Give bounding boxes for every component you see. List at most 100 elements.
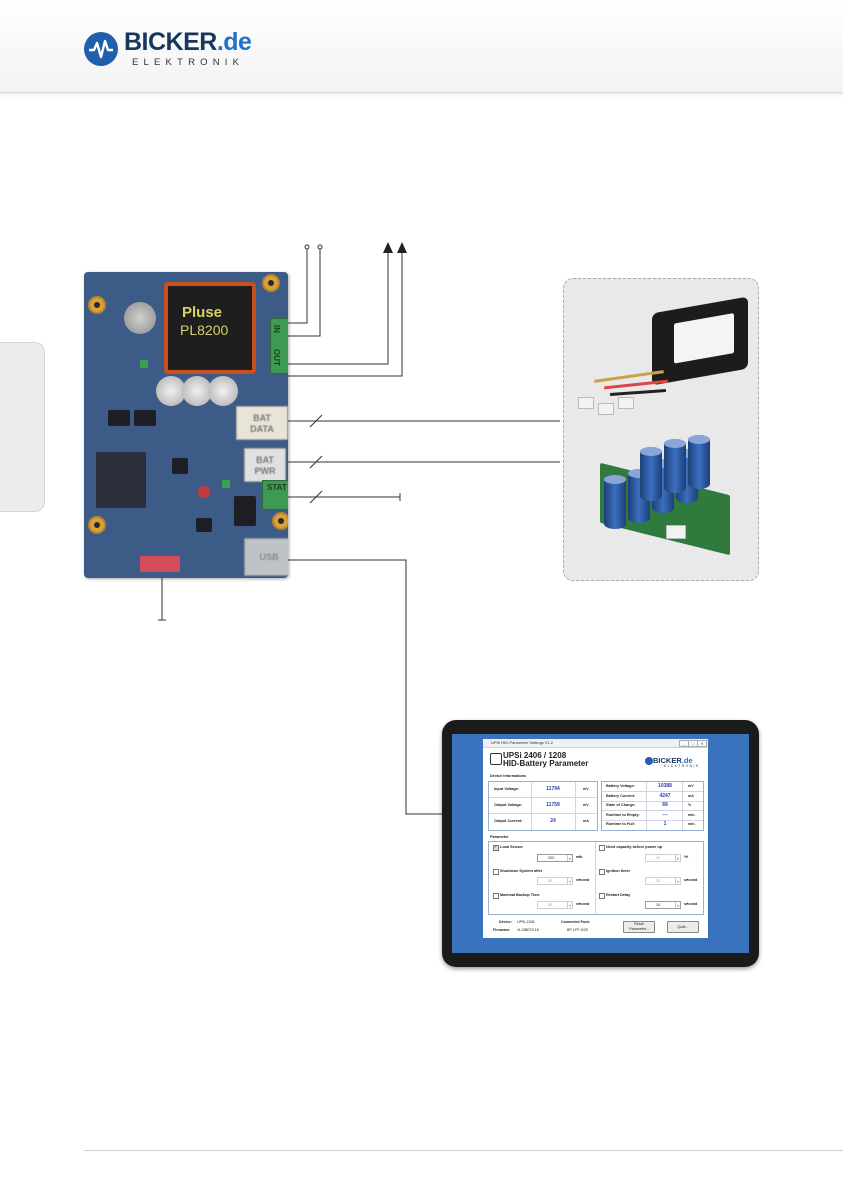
max-backup-unit: second [576,902,589,906]
output-voltage-value: 11759 [538,802,568,808]
chip [196,518,212,532]
output-current-value: 24 [538,818,568,824]
dip-switch [140,556,180,572]
close-button[interactable]: ✕ [697,740,707,747]
tablet-screen: UPSi HID-Parameter Settings V1.2 _ □ ✕ U… [452,734,749,953]
out-wire-1 [286,252,388,364]
in-terminal-1 [305,245,309,249]
microcontroller-chip [96,452,146,508]
device-info-heading: Device Informations [490,774,526,778]
ignition-unit: second [684,878,697,882]
supercap-connector [666,525,686,539]
inductor-part: PL8200 [180,322,228,338]
device-info-right-box: Battery Voltage: 10388 mV Battery Curren… [601,781,704,831]
output-current-label: Output Current: [494,819,522,823]
supercapacitor [664,439,686,493]
green-led [140,360,148,368]
round-capacitor [124,302,156,334]
quit-button[interactable]: Quite... [667,921,699,933]
inductor-brand: Pluse [182,304,222,321]
load-sensor-checkbox[interactable] [493,845,499,851]
bat-data-connector: BAT DATA [236,406,288,440]
firmware-label: Firmware: [493,928,510,932]
out-wire-2 [286,252,402,376]
runtime-to-empty-label: Runtime to Empty: [606,813,640,817]
battery-current-unit: mA [688,794,694,798]
restart-delay-unit: second [684,902,697,906]
usb-line [288,560,444,814]
device-value: UPSi-1208 [517,920,534,924]
restart-delay-checkbox[interactable] [599,893,605,899]
supercapacitor [688,435,710,489]
out-arrow-2 [397,242,407,253]
device-info-left-box: Input Voltage: 11794 mV Output Voltage: … [488,781,598,831]
runtime-to-full-label: Runtime to Full: [606,822,635,826]
wave-logo-icon [645,757,653,765]
restart-delay-label: Restart Delay [606,893,630,897]
shutdown-checkbox[interactable] [493,869,499,875]
state-of-charge-unit: % [688,803,691,807]
supercapacitor [604,475,626,529]
battery-voltage-label: Battery Voltage: [606,784,635,788]
need-capacity-spinbox[interactable]: 20▲▼ [645,854,681,862]
usb-battery-icon [490,753,502,765]
input-voltage-label: Input Voltage: [494,787,519,791]
hid-parameter-window: UPSi HID-Parameter Settings V1.2 _ □ ✕ U… [483,739,708,938]
battery-plug [578,397,594,409]
in-wire-1 [286,249,307,323]
output-current-unit: mA [583,819,589,823]
mount-hole [88,296,106,314]
max-backup-checkbox[interactable] [493,893,499,899]
battery-current-value: 4247 [650,793,680,799]
mount-hole [88,516,106,534]
spin-arrows-icon[interactable]: ▲▼ [567,902,572,908]
battery-voltage-value: 10388 [650,783,680,789]
in-terminal-2 [318,245,322,249]
spin-arrows-icon[interactable]: ▲▼ [567,855,572,861]
load-sensor-spinbox[interactable]: 200▲▼ [537,854,573,862]
tablet-device: UPSi HID-Parameter Settings V1.2 _ □ ✕ U… [442,720,759,967]
battery-pack-label [674,313,734,364]
spin-arrows-icon[interactable]: ▲▼ [675,878,680,884]
bat-pwr-connector: BAT PWR [244,448,286,482]
app-logo-subtitle: ELEKTRONIK [664,764,699,768]
mount-hole [262,274,280,292]
supercapacitor [640,447,662,501]
output-voltage-unit: mV [583,803,589,807]
input-voltage-unit: mV [583,787,589,791]
shutdown-spinbox[interactable]: 30▲▼ [537,877,573,885]
chip [134,410,156,426]
spin-arrows-icon[interactable]: ▲▼ [567,878,572,884]
device-label: Device: [499,920,512,924]
out-arrow-1 [383,242,393,253]
battery-pack [652,297,748,386]
parameter-heading: Parameter [490,835,509,839]
state-of-charge-value: 69 [650,802,680,808]
restart-delay-spinbox[interactable]: 10▲▼ [645,901,681,909]
shutdown-unit: second [576,878,589,882]
need-capacity-label: Need capacity before power up [606,845,662,849]
stat-terminal: STAT [262,480,288,510]
out-label: OUT [272,349,281,366]
ignition-checkbox[interactable] [599,869,605,875]
reset-parameter-button[interactable]: Reset Parameter... [623,921,655,933]
footer-rule [84,1150,843,1151]
spin-arrows-icon[interactable]: ▲▼ [675,902,680,908]
usb-connector: USB [244,538,288,576]
ignition-label: Ignition timer [606,869,630,873]
battery-plug [598,403,614,415]
output-voltage-label: Output Voltage: [494,803,522,807]
need-capacity-unit: % [684,855,687,859]
stat-label: STAT [267,483,287,492]
need-capacity-checkbox[interactable] [599,845,605,851]
spin-arrows-icon[interactable]: ▲▼ [675,855,680,861]
in-label: IN [272,325,281,333]
inductor: Pluse PL8200 [164,282,256,374]
runtime-to-full-value: 1 [650,821,680,827]
max-backup-label: Maximal Backup Time [500,893,540,897]
ignition-spinbox[interactable]: 30▲▼ [645,877,681,885]
parameter-box: Load Sensor 200▲▼ mA Need capacity befor… [488,841,704,915]
max-backup-spinbox[interactable]: 30▲▼ [537,901,573,909]
green-led [222,480,230,488]
